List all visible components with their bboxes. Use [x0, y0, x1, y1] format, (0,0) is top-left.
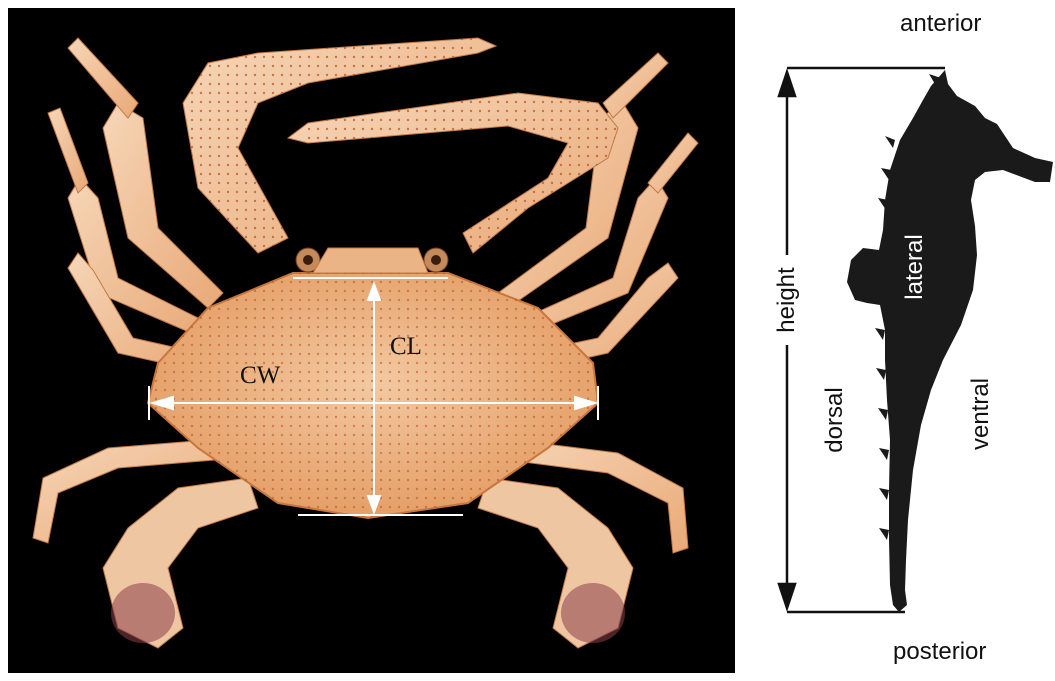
- crab-illustration: [8, 8, 735, 673]
- lateral-label: lateral: [903, 227, 927, 307]
- height-arrow-top: [779, 72, 795, 96]
- seahorse-diagram-panel: anterior posterior height lateral dorsal…: [735, 0, 1055, 681]
- claw-pattern: [183, 38, 618, 253]
- posterior-label: posterior: [893, 640, 986, 664]
- height-label: height: [775, 260, 799, 340]
- dorsal-label: dorsal: [823, 380, 847, 460]
- ventral-label: ventral: [969, 374, 993, 454]
- cl-label: CL: [390, 334, 422, 359]
- anterior-label: anterior: [900, 12, 981, 36]
- crab-photo-panel: CW CL: [8, 8, 735, 673]
- height-arrow-bottom: [779, 584, 795, 608]
- seahorse-silhouette: [847, 70, 1053, 612]
- cw-label: CW: [240, 363, 280, 388]
- seahorse-illustration: [735, 0, 1055, 681]
